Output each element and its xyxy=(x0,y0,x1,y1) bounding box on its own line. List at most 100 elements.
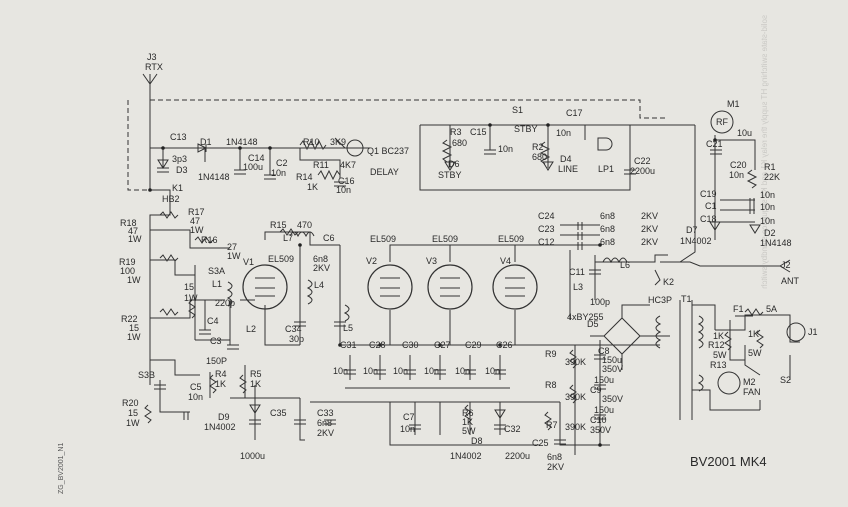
svg-text:4K7: 4K7 xyxy=(340,160,356,170)
final-section-labels: V2 EL509 V3 EL509 V4 EL509 C31 C28 C30 C… xyxy=(333,234,564,472)
svg-text:S1: S1 xyxy=(512,105,523,115)
svg-text:350V: 350V xyxy=(590,425,611,435)
svg-text:R19: R19 xyxy=(119,257,136,267)
svg-text:47: 47 xyxy=(190,216,200,226)
svg-text:C33: C33 xyxy=(317,408,334,418)
svg-text:C5: C5 xyxy=(190,382,202,392)
svg-text:680: 680 xyxy=(532,152,547,162)
svg-text:D9: D9 xyxy=(218,412,230,422)
svg-text:1000u: 1000u xyxy=(240,451,265,461)
svg-text:10n: 10n xyxy=(424,366,439,376)
svg-text:6n8: 6n8 xyxy=(600,237,615,247)
svg-text:R1: R1 xyxy=(764,162,776,172)
svg-text:EL509: EL509 xyxy=(432,234,458,244)
svg-text:R5: R5 xyxy=(250,369,262,379)
svg-text:6n8: 6n8 xyxy=(313,254,328,264)
relay-section-labels: C13 3p3 D3 1N4148 D1 1N4148 C14 100u C2 … xyxy=(170,132,409,195)
svg-text:C19: C19 xyxy=(700,189,717,199)
svg-text:15: 15 xyxy=(129,323,139,333)
svg-text:C6: C6 xyxy=(323,233,335,243)
svg-text:1N4002: 1N4002 xyxy=(204,422,236,432)
label-k1: K1 xyxy=(172,183,183,193)
svg-text:6n8: 6n8 xyxy=(600,211,615,221)
svg-text:C9: C9 xyxy=(590,385,602,395)
svg-text:STBY: STBY xyxy=(514,124,538,134)
svg-text:C23: C23 xyxy=(538,224,555,234)
svg-text:390K: 390K xyxy=(565,357,586,367)
label-rtx: RTX xyxy=(145,62,163,72)
svg-text:10n: 10n xyxy=(363,366,378,376)
svg-text:1N4148: 1N4148 xyxy=(226,137,258,147)
svg-text:390K: 390K xyxy=(565,392,586,402)
svg-text:1N4148: 1N4148 xyxy=(760,238,792,248)
svg-text:C32: C32 xyxy=(504,424,521,434)
svg-text:1W: 1W xyxy=(227,251,241,261)
svg-text:10n: 10n xyxy=(498,144,513,154)
svg-text:10n: 10n xyxy=(455,366,470,376)
svg-text:V1: V1 xyxy=(243,257,254,267)
svg-text:FAN: FAN xyxy=(743,387,761,397)
svg-text:S3B: S3B xyxy=(138,370,155,380)
svg-text:47: 47 xyxy=(128,226,138,236)
svg-text:V4: V4 xyxy=(500,256,511,266)
svg-text:C31: C31 xyxy=(340,340,357,350)
svg-text:10n: 10n xyxy=(336,185,351,195)
svg-text:3K9: 3K9 xyxy=(330,137,346,147)
svg-text:D3: D3 xyxy=(176,165,188,175)
svg-text:350V: 350V xyxy=(602,394,623,404)
svg-text:R3: R3 xyxy=(450,127,462,137)
svg-text:390K: 390K xyxy=(565,422,586,432)
svg-text:L5: L5 xyxy=(343,323,353,333)
diagram-title: BV2001 MK4 xyxy=(690,454,767,469)
svg-text:3p3: 3p3 xyxy=(172,154,187,164)
svg-text:STBY: STBY xyxy=(438,170,462,180)
svg-text:1W: 1W xyxy=(127,332,141,342)
svg-text:1K: 1K xyxy=(713,331,724,341)
svg-text:2KV: 2KV xyxy=(317,428,334,438)
svg-text:D5: D5 xyxy=(587,319,599,329)
svg-text:EL509: EL509 xyxy=(498,234,524,244)
svg-text:680: 680 xyxy=(452,138,467,148)
svg-text:10n: 10n xyxy=(333,366,348,376)
svg-text:10n: 10n xyxy=(393,366,408,376)
svg-text:470: 470 xyxy=(297,220,312,230)
svg-text:D6: D6 xyxy=(448,159,460,169)
svg-text:C15: C15 xyxy=(470,127,487,137)
svg-text:R14: R14 xyxy=(296,172,313,182)
svg-text:V2: V2 xyxy=(366,256,377,266)
svg-text:15: 15 xyxy=(128,408,138,418)
svg-text:C10: C10 xyxy=(590,415,607,425)
svg-text:R22: R22 xyxy=(121,314,138,324)
svg-text:R9: R9 xyxy=(545,349,557,359)
svg-text:5A: 5A xyxy=(766,304,777,314)
svg-text:D4: D4 xyxy=(560,154,572,164)
svg-text:1K: 1K xyxy=(215,379,226,389)
tube-v3 xyxy=(427,264,473,310)
svg-text:R12: R12 xyxy=(708,340,725,350)
svg-text:1K: 1K xyxy=(250,379,261,389)
svg-text:L2: L2 xyxy=(246,324,256,334)
svg-text:S2: S2 xyxy=(780,375,791,385)
svg-text:1K: 1K xyxy=(462,417,473,427)
svg-text:350V: 350V xyxy=(602,364,623,374)
svg-text:C1: C1 xyxy=(705,201,717,211)
svg-text:2KV: 2KV xyxy=(547,462,564,472)
bleed-through-text: solid-state switching HT supply the rela… xyxy=(760,15,848,485)
svg-text:27: 27 xyxy=(227,242,237,252)
svg-text:C3: C3 xyxy=(210,336,222,346)
svg-text:M2: M2 xyxy=(743,377,756,387)
svg-text:C22: C22 xyxy=(634,156,651,166)
svg-text:5W: 5W xyxy=(748,348,762,358)
components xyxy=(144,110,806,445)
svg-text:30p: 30p xyxy=(289,334,304,344)
svg-text:LP1: LP1 xyxy=(598,164,614,174)
svg-text:C11: C11 xyxy=(569,267,585,277)
svg-text:1W: 1W xyxy=(190,225,204,235)
svg-text:10n: 10n xyxy=(271,168,286,178)
svg-text:4xBY255: 4xBY255 xyxy=(567,312,604,322)
svg-text:C14: C14 xyxy=(248,153,265,163)
svg-text:C35: C35 xyxy=(270,408,287,418)
output-section-labels: C24 C23 C12 6n8 6n8 6n8 2KV 2KV 2KV C11 … xyxy=(538,211,658,307)
svg-text:EL509: EL509 xyxy=(268,254,294,264)
